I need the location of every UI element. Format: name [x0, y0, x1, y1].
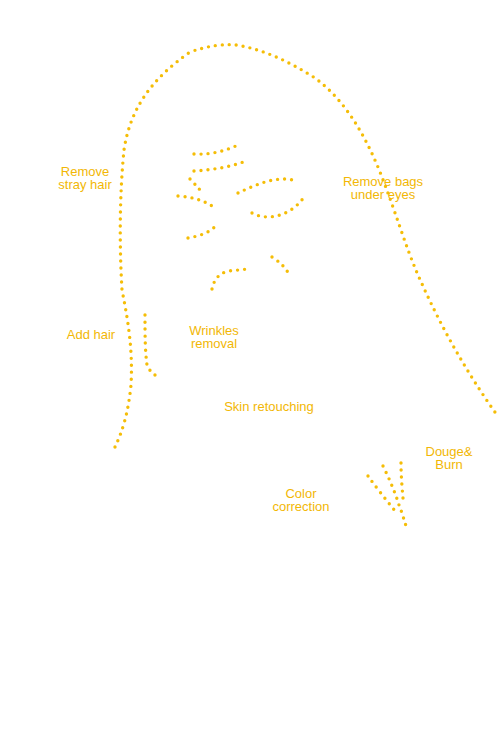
annotation-label: Wrinkles removal	[183, 324, 245, 350]
eye-line	[190, 179, 203, 193]
eye-line	[178, 196, 212, 206]
wrinkle-line	[188, 223, 218, 238]
eye-bag-line	[252, 197, 304, 217]
head-outline	[115, 45, 497, 447]
nose-line	[212, 268, 251, 289]
annotation-label: Remove stray hair	[57, 165, 113, 191]
annotation-label: Douge& Burn	[420, 445, 478, 471]
eyebrow-line	[194, 145, 238, 154]
hand-line	[368, 476, 396, 512]
annotation-label: Color correction	[263, 487, 339, 513]
hand-line	[401, 463, 403, 498]
eye-line	[238, 179, 293, 193]
annotation-label: Remove bags under eyes	[335, 175, 431, 201]
hair-strand	[145, 315, 155, 375]
annotation-label: Skin retouching	[209, 400, 329, 413]
eyebrow-line	[194, 161, 246, 171]
annotation-label: Add hair	[56, 328, 126, 341]
nose-line	[272, 257, 290, 276]
